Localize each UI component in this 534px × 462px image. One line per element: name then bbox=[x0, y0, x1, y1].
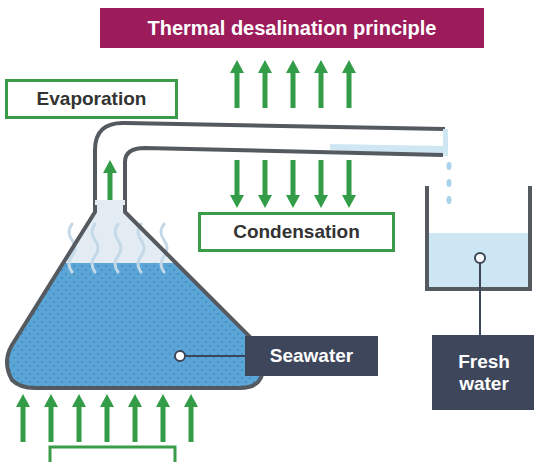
label-text: Seawater bbox=[270, 345, 353, 367]
stage-label: Condensation bbox=[198, 212, 395, 252]
condenser-tube bbox=[95, 123, 448, 205]
part-label: Fresh water bbox=[432, 335, 534, 410]
part-label: Seawater bbox=[245, 336, 378, 376]
heat-arrows bbox=[16, 394, 198, 442]
heat-label-box bbox=[50, 447, 175, 462]
label-text: Condensation bbox=[233, 221, 360, 243]
title: Thermal desalination principle bbox=[148, 17, 437, 40]
drips bbox=[447, 162, 452, 204]
stage-label: Evaporation bbox=[5, 79, 178, 119]
beaker bbox=[427, 186, 530, 289]
condensation-arrows bbox=[230, 160, 356, 208]
evaporation-arrows bbox=[230, 60, 356, 108]
label-text: Evaporation bbox=[37, 88, 147, 110]
label-text: Fresh water bbox=[438, 351, 530, 395]
title-bar: Thermal desalination principle bbox=[100, 8, 484, 48]
